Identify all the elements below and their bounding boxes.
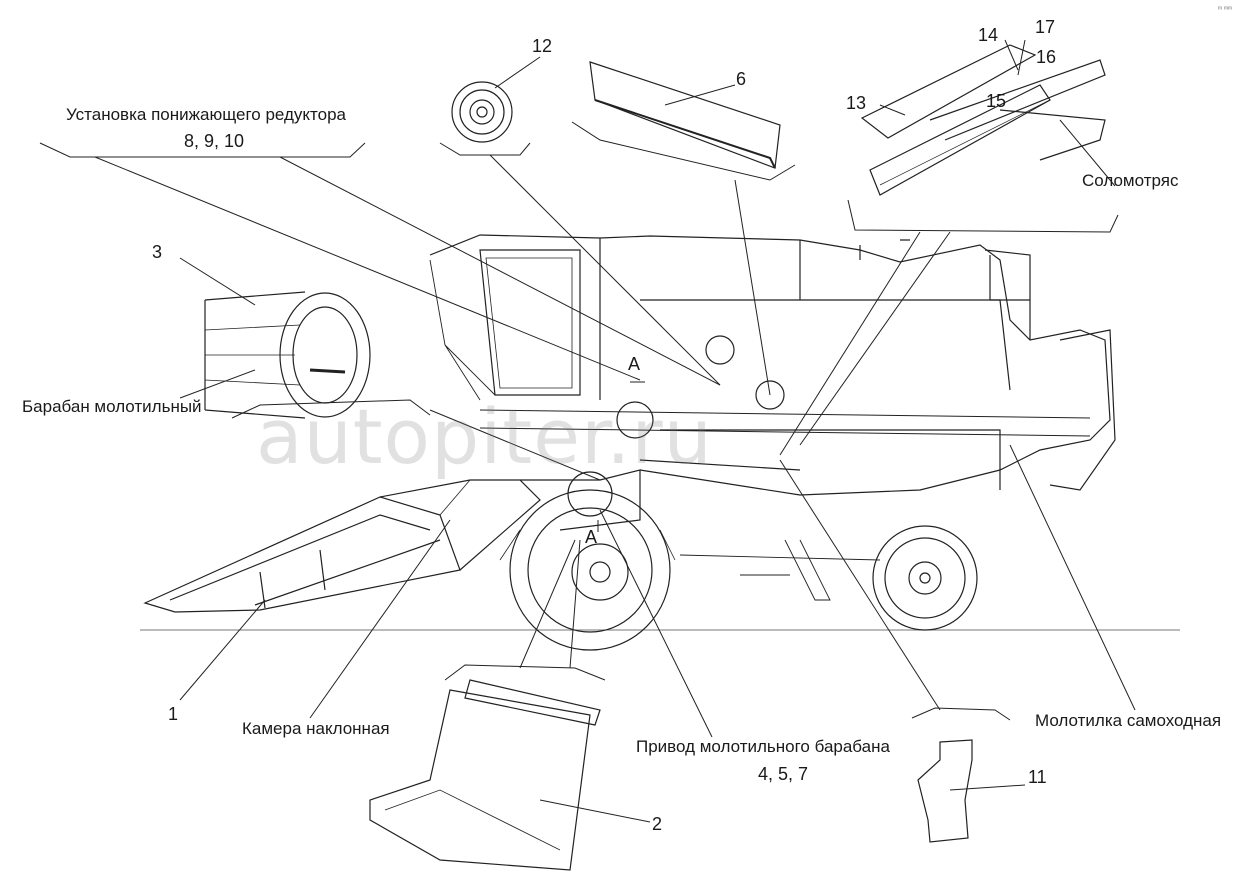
- cab: [479, 249, 581, 396]
- callout-17: 17: [1035, 17, 1056, 37]
- label-reducer-nums: 8, 9, 10: [184, 131, 245, 151]
- callout-2: 2: [652, 814, 663, 834]
- callout-15: 15: [986, 91, 1007, 111]
- header-unit: [143, 479, 541, 613]
- pipe-bend-detail: [917, 739, 973, 843]
- label-reducer-title: Установка понижающего редуктора: [66, 105, 346, 124]
- label-inclined-chamber: Камера наклонная: [242, 719, 390, 738]
- front-wheel: [499, 489, 676, 651]
- straw-walker-detail: [860, 44, 1106, 196]
- callout-11: 11: [1028, 767, 1047, 787]
- callout-14: 14: [978, 25, 999, 45]
- callout-13: 13: [846, 93, 867, 113]
- view-marker-a-top: А: [628, 354, 641, 374]
- sprocket-detail: [451, 81, 513, 143]
- label-thresher: Молотилка самоходная: [1035, 711, 1222, 730]
- view-marker-a-bottom: А: [585, 527, 598, 547]
- label-straw-walker: Соломотряс: [1082, 171, 1179, 190]
- callout-3: 3: [152, 242, 163, 262]
- label-drum-name: Барабан молотильный: [22, 397, 202, 416]
- watermark: autopiter.ru: [256, 392, 713, 481]
- concave-detail: [369, 679, 601, 871]
- combine-body: [429, 234, 1116, 496]
- plate-detail: [589, 61, 781, 169]
- callout-1: 1: [168, 704, 179, 724]
- corner-mark: ᵐ ᵐᵐ: [1218, 6, 1232, 13]
- callout-16: 16: [1036, 47, 1057, 67]
- rear-wheel: [872, 525, 978, 631]
- label-drum-drive-nums: 4, 5, 7: [758, 764, 809, 784]
- leader-lines: [39, 39, 1136, 823]
- label-drum-drive: Привод молотильного барабана: [636, 737, 890, 756]
- callout-12: 12: [532, 36, 553, 56]
- callout-6: 6: [736, 69, 747, 89]
- feed-chamber-on-body: [520, 335, 785, 531]
